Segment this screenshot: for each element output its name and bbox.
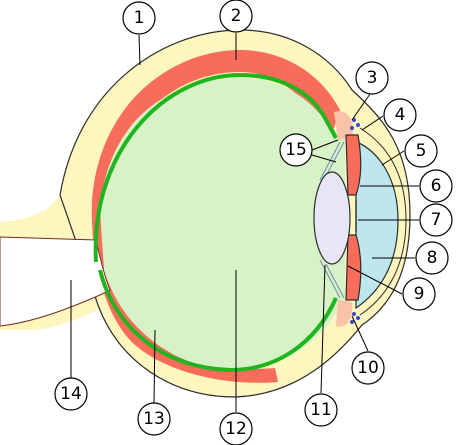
callout-5: 5: [404, 134, 438, 168]
callout-circle: [137, 402, 171, 436]
callout-number: 5: [416, 141, 427, 161]
callout-circle: [415, 241, 449, 275]
callout-15: 15: [279, 133, 313, 167]
callout-number: 15: [285, 140, 307, 160]
callout-8: 8: [415, 241, 449, 275]
callout-4: 4: [383, 98, 417, 132]
iris-top: [345, 134, 362, 196]
callout-circle: [402, 277, 436, 311]
suspensory-ligaments: [319, 141, 345, 299]
iris-bottom: [345, 234, 362, 301]
lens: [313, 171, 351, 265]
callout-circle: [219, 0, 253, 33]
callout-number: 1: [134, 8, 145, 28]
callout-2: 2: [219, 0, 253, 33]
callout-number: 8: [427, 248, 438, 268]
ciliary-body-top: [334, 111, 353, 140]
callout-number: 14: [60, 384, 82, 404]
callout-13: 13: [137, 402, 171, 436]
ciliary-body-bottom: [336, 300, 353, 327]
callout-number: 7: [431, 210, 442, 230]
callout-number: 3: [367, 68, 378, 88]
callout-number: 11: [310, 400, 332, 420]
callout-number: 12: [225, 419, 247, 439]
callout-number: 4: [395, 105, 406, 125]
callout-circle: [404, 134, 438, 168]
callout-9: 9: [402, 277, 436, 311]
callout-circle: [351, 351, 385, 385]
callout-11: 11: [304, 393, 338, 427]
callout-number: 13: [143, 409, 165, 429]
callout-circle: [355, 61, 389, 95]
choroid: [91, 50, 340, 383]
callout-12: 12: [219, 412, 253, 445]
callout-circle: [54, 377, 88, 411]
callout-circle: [122, 1, 156, 35]
vitreous-humour: [100, 78, 345, 371]
optic-nerve-fibers: [0, 236, 111, 327]
callout-10: 10: [351, 351, 385, 385]
callout-circle: [383, 98, 417, 132]
callout-circle: [304, 393, 338, 427]
callout-circle: [219, 412, 253, 445]
callout-circle: [419, 169, 453, 203]
callout-circle: [279, 133, 313, 167]
callout-number: 10: [357, 358, 379, 378]
callout-14: 14: [54, 377, 88, 411]
leader-lines: [70, 33, 419, 412]
callout-number: 9: [414, 284, 425, 304]
callout-1: 1: [122, 1, 156, 35]
callout-6: 6: [419, 169, 453, 203]
schlemm-canal-dots-icon: [350, 118, 360, 324]
retina: [93, 72, 338, 373]
callout-circle: [419, 203, 453, 237]
callout-7: 7: [419, 203, 453, 237]
callout-number: 2: [231, 6, 242, 26]
callout-3: 3: [355, 61, 389, 95]
callout-number: 6: [431, 176, 442, 196]
